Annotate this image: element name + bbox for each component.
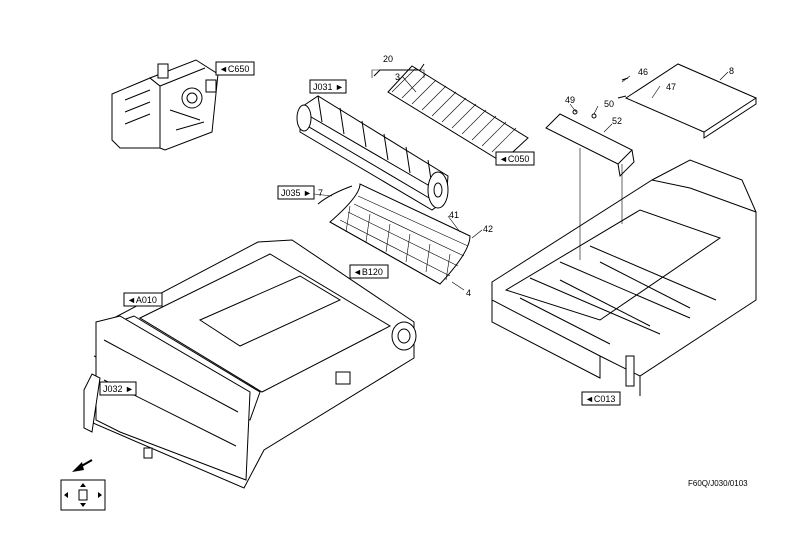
threshing-rotor-drawing (296, 95, 449, 211)
svg-text:J035 ►: J035 ► (281, 188, 312, 198)
direction-arrow-icon (72, 459, 93, 472)
drive-unit-drawing (111, 59, 219, 151)
ref-b120[interactable]: ◄B120 (349, 264, 389, 279)
svg-text:◄A010: ◄A010 (127, 295, 157, 305)
ref-j035[interactable]: J035 ► (277, 185, 315, 200)
cover-plate-drawing (545, 63, 758, 178)
navigation-cross-icon[interactable] (60, 479, 106, 511)
part-number-20: 20 (383, 54, 393, 64)
part-number-42: 42 (483, 224, 493, 234)
drawing-code: F60Q/J030/0103 (688, 479, 748, 488)
part-number-7: 7 (318, 188, 323, 198)
ref-a010[interactable]: ◄A010 (123, 292, 163, 307)
part-number-49: 49 (565, 95, 575, 105)
part-number-41: 41 (449, 210, 459, 220)
svg-text:◄C013: ◄C013 (585, 394, 615, 404)
part-number-47: 47 (666, 82, 676, 92)
concave-grate-drawing (317, 183, 471, 285)
part-number-4: 4 (466, 288, 471, 298)
svg-text:◄C050: ◄C050 (499, 154, 529, 164)
part-number-50: 50 (604, 99, 614, 109)
ref-j031[interactable]: J031 ► (309, 79, 347, 94)
tine-comb-drawing (373, 63, 529, 163)
part-number-46: 46 (638, 67, 648, 77)
ref-c050[interactable]: ◄C050 (495, 151, 535, 166)
svg-text:J031 ►: J031 ► (313, 82, 344, 92)
part-number-52: 52 (612, 116, 622, 126)
part-number-3: 3 (395, 72, 400, 82)
svg-text:◄C650: ◄C650 (219, 64, 249, 74)
ref-j032[interactable]: J032 ► (99, 381, 137, 396)
svg-text:J032 ►: J032 ► (103, 384, 134, 394)
part-number-8: 8 (729, 66, 734, 76)
leader-lines (313, 69, 729, 291)
ref-c013[interactable]: ◄C013 (581, 391, 621, 406)
sieve-frame-drawing (491, 159, 757, 396)
main-frame-drawing (83, 239, 417, 489)
svg-text:◄B120: ◄B120 (353, 267, 383, 277)
ref-c650[interactable]: ◄C650 (215, 61, 255, 76)
